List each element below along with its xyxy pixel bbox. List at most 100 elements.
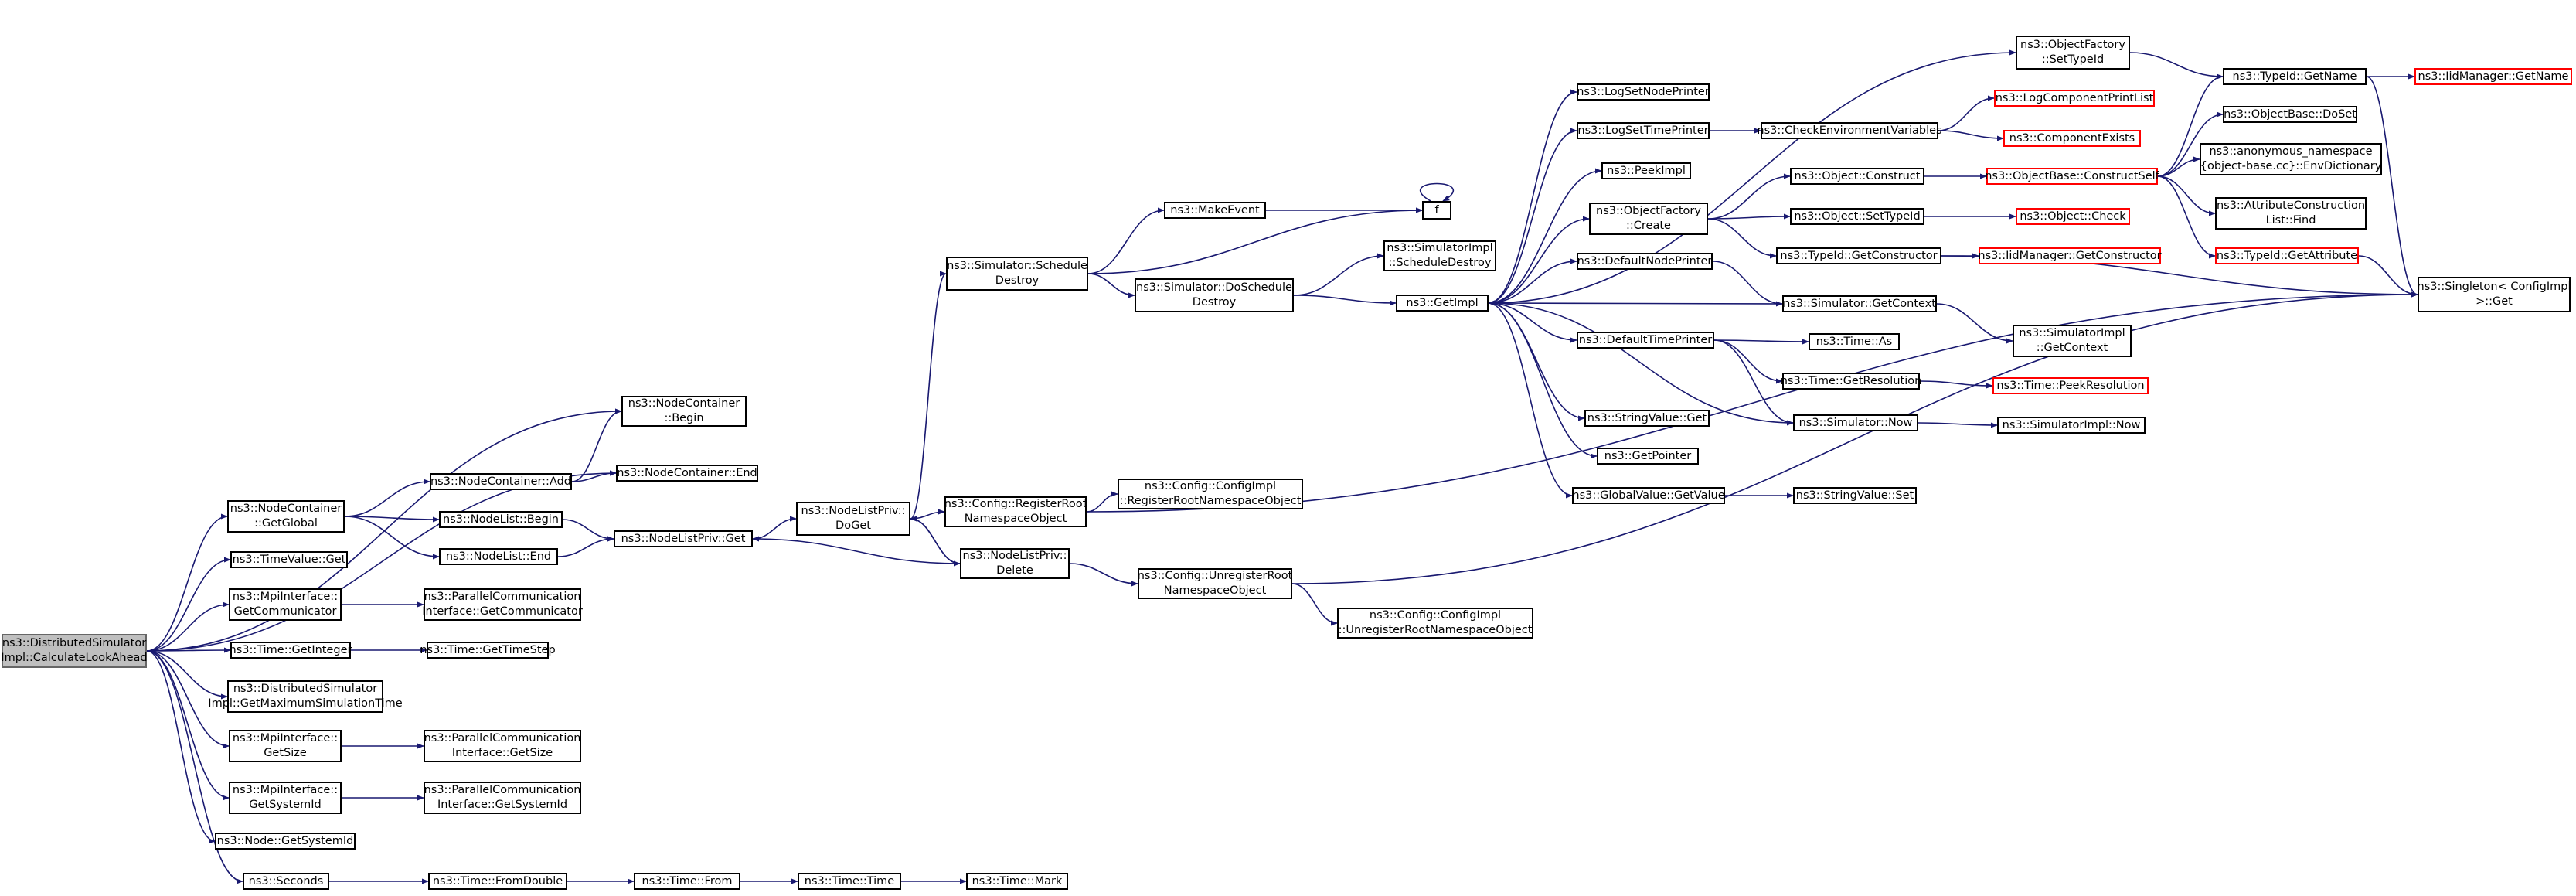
node-iidmgr-getctor[interactable]: ns3::IidManager::GetConstructor bbox=[1978, 247, 2162, 264]
node-makeevent[interactable]: ns3::MakeEvent bbox=[1164, 202, 1266, 219]
edge-cfg-unregister-to-cfgimpl-unregister bbox=[1291, 583, 1338, 626]
node-label-line: ns3::SimulatorImpl::Now bbox=[2002, 418, 2141, 431]
node-label-line: ns3::IidManager::GetConstructor bbox=[1978, 249, 2162, 262]
node-f[interactable]: f bbox=[1422, 201, 1451, 220]
node-label-line: >::Get bbox=[2476, 295, 2513, 308]
node-sim-now[interactable]: ns3::Simulator::Now bbox=[1793, 414, 1918, 431]
node-time-as[interactable]: ns3::Time::As bbox=[1809, 333, 1900, 350]
edge-nlp-delete-to-cfg-unregister bbox=[1069, 563, 1138, 587]
node-node-getsysid[interactable]: ns3::Node::GetSystemId bbox=[215, 833, 356, 850]
node-time-gettimestep[interactable]: ns3::Time::GetTimeStep bbox=[420, 642, 556, 659]
node-cfgimpl-register[interactable]: ns3::Config::ConfigImpl::RegisterRootNam… bbox=[1118, 479, 1303, 509]
node-label-line: NamespaceObject bbox=[964, 513, 1067, 525]
node-nc-end[interactable]: ns3::NodeContainer::End bbox=[616, 465, 758, 482]
node-nlp-delete[interactable]: ns3::NodeListPriv::Delete bbox=[960, 548, 1070, 579]
node-nc-getglobal[interactable]: ns3::NodeContainer::GetGlobal bbox=[227, 500, 345, 533]
node-nl-begin[interactable]: ns3::NodeList::Begin bbox=[439, 511, 563, 528]
node-nlp-doget[interactable]: ns3::NodeListPriv::DoGet bbox=[796, 502, 910, 536]
node-logsetnode[interactable]: ns3::LogSetNodePrinter bbox=[1577, 83, 1710, 101]
edge-nc-getglobal-to-nc-add bbox=[344, 479, 430, 517]
node-nc-begin[interactable]: ns3::NodeContainer::Begin bbox=[621, 396, 747, 427]
node-label-line: Impl::CalculateLookAhead bbox=[1, 652, 148, 664]
node-stringvalue-set[interactable]: ns3::StringValue::Set bbox=[1793, 487, 1917, 504]
node-compexists[interactable]: ns3::ComponentExists bbox=[2003, 130, 2141, 147]
node-logsettime[interactable]: ns3::LogSetTimePrinter bbox=[1577, 122, 1710, 139]
node-cfgimpl-unregister[interactable]: ns3::Config::ConfigImpl::UnregisterRootN… bbox=[1337, 608, 1533, 639]
node-time-mark[interactable]: ns3::Time::Mark bbox=[966, 873, 1068, 890]
node-typeid-getname[interactable]: ns3::TypeId::GetName bbox=[2223, 68, 2367, 85]
node-objbase-doset[interactable]: ns3::ObjectBase::DoSet bbox=[2223, 106, 2357, 123]
node-label-line: ns3::ComponentExists bbox=[2009, 131, 2135, 145]
edge-cfg-unregister-to-singleton-get bbox=[1291, 291, 2418, 584]
node-label-line: ns3::ParallelCommunication bbox=[424, 784, 581, 796]
node-seconds[interactable]: ns3::Seconds bbox=[243, 873, 329, 890]
node-time-peekres[interactable]: ns3::Time::PeekResolution bbox=[1992, 377, 2149, 394]
edge-getimpl-to-of-create bbox=[1488, 216, 1590, 304]
node-time-getres[interactable]: ns3::Time::GetResolution bbox=[1780, 373, 1922, 390]
node-singleton-get[interactable]: ns3::Singleton< ConfigImpl>::Get bbox=[2418, 277, 2571, 312]
node-nc-add[interactable]: ns3::NodeContainer::Add bbox=[430, 473, 572, 490]
node-peekimpl[interactable]: ns3::PeekImpl bbox=[1601, 162, 1691, 179]
node-obj-check[interactable]: ns3::Object::Check bbox=[2016, 208, 2130, 225]
node-typeid-getattr[interactable]: ns3::TypeId::GetAttribute bbox=[2215, 247, 2359, 264]
node-of-create[interactable]: ns3::ObjectFactory::Create bbox=[1589, 203, 1708, 235]
node-defnodeprinter[interactable]: ns3::DefaultNodePrinter bbox=[1577, 253, 1713, 270]
node-mpi-getcomm[interactable]: ns3::MpiInterface::GetCommunicator bbox=[229, 588, 342, 621]
node-nl-end[interactable]: ns3::NodeList::End bbox=[439, 548, 558, 565]
node-label-line: ns3::Time::GetResolution bbox=[1780, 374, 1922, 387]
node-mpi-getsize[interactable]: ns3::MpiInterface::GetSize bbox=[229, 730, 342, 762]
node-getimpl[interactable]: ns3::GetImpl bbox=[1396, 295, 1489, 312]
node-anon-envdict[interactable]: ns3::anonymous_namespace{object-base.cc}… bbox=[2200, 143, 2382, 175]
node-time-time[interactable]: ns3::Time::Time bbox=[798, 873, 901, 890]
node-deftimeprinter[interactable]: ns3::DefaultTimePrinter bbox=[1577, 332, 1714, 349]
node-label-line: ns3::ObjectBase::DoSet bbox=[2224, 107, 2357, 121]
edge-of-create-to-typeid-getctor bbox=[1707, 218, 1777, 259]
node-iidmgr-getname[interactable]: ns3::IidManager::GetName bbox=[2414, 68, 2572, 85]
node-label-line: ns3::Simulator::Schedule bbox=[947, 260, 1087, 272]
edge-deftimeprinter-to-time-getres bbox=[1713, 339, 1783, 384]
node-time-getinteger[interactable]: ns3::Time::GetInteger bbox=[230, 642, 352, 659]
node-of-settypeid[interactable]: ns3::ObjectFactory::SetTypeId bbox=[2016, 36, 2130, 70]
node-gv-getvalue[interactable]: ns3::GlobalValue::GetValue bbox=[1572, 487, 1725, 504]
edge-objbase-construct-to-attrconst-find bbox=[2157, 175, 2216, 216]
edge-nl-begin-to-nlp-get bbox=[562, 519, 614, 542]
node-mpi-getsysid[interactable]: ns3::MpiInterface::GetSystemId bbox=[229, 782, 342, 814]
node-label-line: ns3::TypeId::GetName bbox=[2232, 70, 2357, 83]
node-label-line: ns3::TimeValue::Get bbox=[232, 553, 346, 566]
node-obj-settypeid[interactable]: ns3::Object::SetTypeId bbox=[1790, 208, 1924, 225]
edge-objbase-construct-to-objbase-doset bbox=[2157, 111, 2224, 177]
node-simimpl-now[interactable]: ns3::SimulatorImpl::Now bbox=[1997, 417, 2146, 434]
edge-nc-add-to-nc-end bbox=[571, 470, 617, 482]
node-logcompprint[interactable]: ns3::LogComponentPrintList bbox=[1994, 90, 2155, 107]
edge-nc-add-to-nc-begin bbox=[571, 408, 622, 482]
node-objbase-construct[interactable]: ns3::ObjectBase::ConstructSelf bbox=[1985, 168, 2159, 185]
node-simimpl-getcontext[interactable]: ns3::SimulatorImpl::GetContext bbox=[2013, 325, 2132, 357]
node-checkenv[interactable]: ns3::CheckEnvironmentVariables bbox=[1757, 122, 1942, 139]
node-time-from[interactable]: ns3::Time::From bbox=[634, 873, 740, 890]
node-typeid-getctor[interactable]: ns3::TypeId::GetConstructor bbox=[1776, 247, 1941, 264]
node-label-line: ::SetTypeId bbox=[2041, 53, 2105, 66]
node-sim-getcontext[interactable]: ns3::Simulator::GetContext bbox=[1782, 295, 1937, 312]
node-label-line: ::Create bbox=[1626, 220, 1671, 232]
node-nlp-get[interactable]: ns3::NodeListPriv::Get bbox=[614, 530, 753, 547]
node-time-fromdouble[interactable]: ns3::Time::FromDouble bbox=[428, 873, 567, 890]
node-stringvalue-get[interactable]: ns3::StringValue::Get bbox=[1584, 410, 1710, 427]
edge-root-to-node-getsysid bbox=[146, 650, 216, 844]
node-timevalue-get[interactable]: ns3::TimeValue::Get bbox=[230, 551, 348, 568]
node-getpointer[interactable]: ns3::GetPointer bbox=[1597, 448, 1699, 465]
edge-root-to-dsi-getmax bbox=[146, 650, 228, 700]
node-obj-construct[interactable]: ns3::Object::Construct bbox=[1790, 168, 1924, 185]
node-simimpl-schedule[interactable]: ns3::SimulatorImpl::ScheduleDestroy bbox=[1383, 240, 1496, 271]
edge-sim-now-to-getimpl bbox=[1488, 300, 1794, 424]
node-label-line: ns3::MpiInterface:: bbox=[232, 591, 339, 603]
